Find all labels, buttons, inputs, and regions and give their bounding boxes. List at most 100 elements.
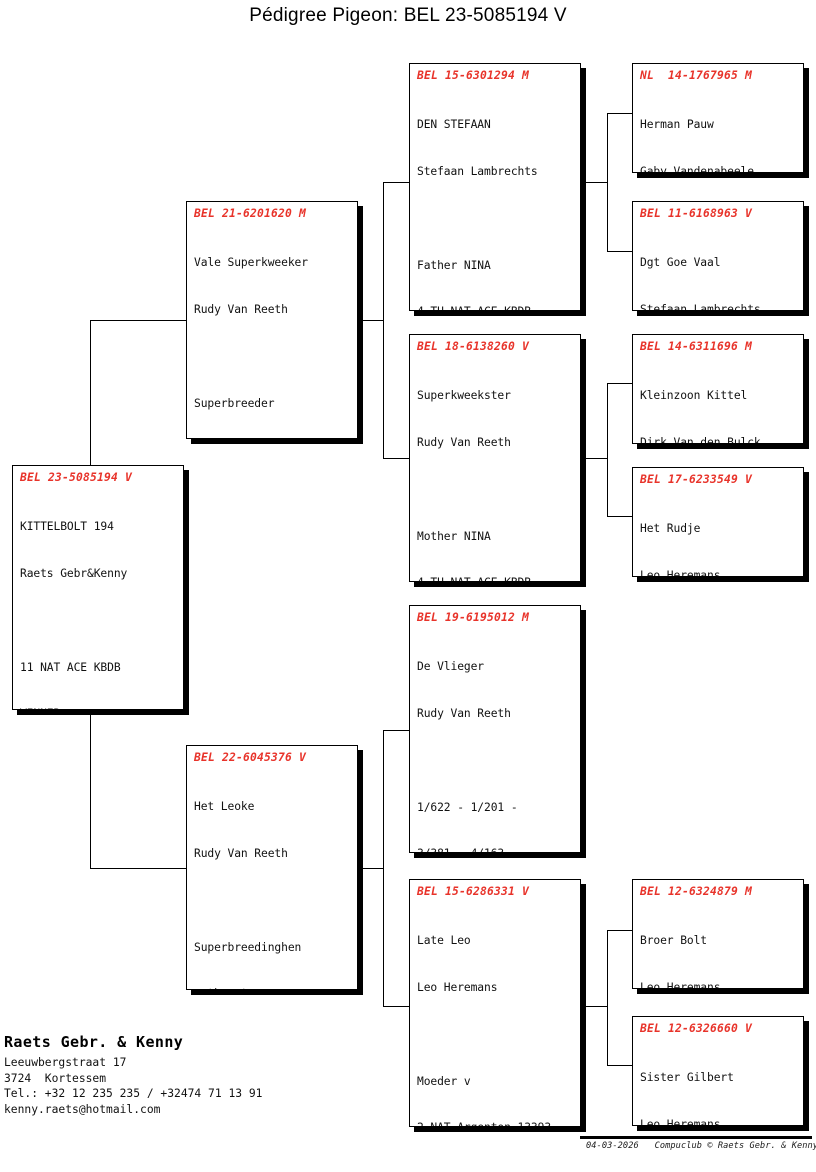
pedigree-box-sire[interactable]: BEL 21-6201620 M Vale Superkweeker Rudy … <box>186 201 358 439</box>
page-title: Pédigree Pigeon: BEL 23-5085194 V <box>249 5 567 26</box>
breeder-footer: Raets Gebr. & Kenny Leeuwbergstraat 17 3… <box>4 1032 424 1117</box>
connector-ss-stem <box>582 182 607 183</box>
connector-to-dd-sire <box>607 930 632 931</box>
detail-line: Superkweekster <box>417 389 511 403</box>
box-details: Het Leoke Rudy Van Reeth Superbreedinghe… <box>194 768 351 989</box>
connector-dam-stem <box>357 868 383 869</box>
box-details: DEN STEFAAN Stefaan Lambrechts Father NI… <box>417 86 574 310</box>
detail-line <box>20 613 177 629</box>
connector-sire-stem <box>357 320 383 321</box>
detail-line: Leo Heremans <box>417 980 498 994</box>
box-details: Sister Gilbert Leo Heremans Gilbert 1st … <box>640 1039 797 1126</box>
connector-to-dd-dam <box>607 1065 632 1066</box>
detail-line <box>194 893 351 909</box>
pedigree-box-dam[interactable]: BEL 22-6045376 V Het Leoke Rudy Van Reet… <box>186 745 358 990</box>
breeder-email[interactable]: kenny.raets@hotmail.com <box>4 1102 161 1116</box>
breeder-address-line-2: 3724 Kortessem <box>4 1071 107 1085</box>
detail-line: 4 TH NAT ACE KBDB <box>417 304 574 310</box>
pedigree-box-sire-sire[interactable]: BEL 15-6301294 M DEN STEFAAN Stefaan Lam… <box>409 63 581 311</box>
box-details: Het Rudje Leo Heremans From Zoon Gilbert… <box>640 490 797 577</box>
footer-software-credit: Compuclub © Raets Gebr. & Kenny <box>654 1141 816 1151</box>
ring-number: BEL 15-6286331 V <box>417 885 530 898</box>
detail-line: Vale Superkweeker <box>194 256 308 270</box>
connector-dd-spine <box>607 930 608 1065</box>
connector-to-sd-dam <box>607 516 632 517</box>
ring-number: BEL 23-5085194 V <box>20 471 133 484</box>
box-details: De Vlieger Rudy Van Reeth 1/622 - 1/201 … <box>417 628 574 852</box>
connector-to-ss-sire <box>607 113 632 114</box>
detail-line: Mother NINA <box>417 529 491 543</box>
detail-line: 2 NAT Argenton 13393 <box>417 1120 574 1126</box>
detail-line: 1/622 - 1/201 - <box>417 800 518 814</box>
connector-to-dam-dam <box>383 1006 409 1007</box>
box-details: Dgt Goe Vaal Stefaan Lambrechts <box>640 224 797 311</box>
pedigree-box-sire-dam[interactable]: BEL 18-6138260 V Superkweekster Rudy Van… <box>409 334 581 582</box>
box-details: Late Leo Leo Heremans Moeder v 2 NAT Arg… <box>417 902 574 1126</box>
box-details: Kleinzoon Kittel Dirk Van den Bulck Gran… <box>640 357 797 444</box>
connector-sd-stem <box>582 458 607 459</box>
detail-line: Het Rudje <box>640 522 701 536</box>
ring-number: BEL 19-6195012 M <box>417 611 530 624</box>
box-details: Herman Pauw Gaby Vandenabeele Grandson B… <box>640 86 797 173</box>
connector-sd-spine <box>607 383 608 516</box>
detail-line: Leo Heremans <box>640 1117 721 1126</box>
detail-line <box>194 349 351 365</box>
connector-dam-spine <box>383 730 384 1006</box>
detail-line: Rudy Van Reeth <box>417 706 511 720</box>
ring-number: BEL 12-6326660 V <box>640 1022 753 1035</box>
detail-line: Leo Heremans <box>640 568 721 577</box>
connector-to-ss-dam <box>607 251 632 252</box>
detail-line: De Vlieger <box>417 660 485 674</box>
detail-line: Moeder v <box>417 1074 471 1088</box>
detail-line: DEN STEFAAN <box>417 118 491 132</box>
connector-to-sire-dam <box>383 458 409 459</box>
connector-dd-stem <box>582 1006 607 1007</box>
detail-line: Dirk Van den Bulck <box>640 435 761 444</box>
detail-line <box>417 482 574 498</box>
footer-credit: 04-03-2026 Compuclub © Raets Gebr. & Ken… <box>586 1141 816 1151</box>
connector-to-dam-sire <box>383 730 409 731</box>
pedigree-box-sd-dam[interactable]: BEL 17-6233549 V Het Rudje Leo Heremans … <box>632 467 804 577</box>
footer-date: 04-03-2026 <box>586 1141 639 1151</box>
detail-line: Kleinzoon Kittel <box>640 389 748 403</box>
box-details: Vale Superkweeker Rudy Van Reeth Superbr… <box>194 224 351 438</box>
box-details: Broer Bolt Leo Heremans "BOLT" 1st NAT.A… <box>640 902 797 989</box>
detail-line <box>417 211 574 227</box>
detail-line: Rudy Van Reeth <box>194 302 288 316</box>
box-details: Superkweekster Rudy Van Reeth Mother NIN… <box>417 357 574 581</box>
breeder-phone: Tel.: +32 12 235 235 / +32474 71 13 91 <box>4 1087 263 1100</box>
ring-number: BEL 15-6301294 M <box>417 69 530 82</box>
pedigree-box-ss-sire[interactable]: NL 14-1767965 M Herman Pauw Gaby Vandena… <box>632 63 804 173</box>
detail-line: Stefaan Lambrechts <box>417 164 538 178</box>
pedigree-box-ss-dam[interactable]: BEL 11-6168963 V Dgt Goe Vaal Stefaan La… <box>632 201 804 311</box>
pedigree-box-subject[interactable]: BEL 23-5085194 V KITTELBOLT 194 Raets Ge… <box>12 465 184 710</box>
ring-number: NL 14-1767965 M <box>640 69 753 82</box>
connector-sire-spine <box>383 182 384 458</box>
pedigree-box-dam-sire[interactable]: BEL 19-6195012 M De Vlieger Rudy Van Ree… <box>409 605 581 853</box>
detail-line: Broer Bolt <box>640 934 708 948</box>
ring-number: BEL 14-6311696 M <box>640 340 753 353</box>
breeder-address-line-1: Leeuwbergstraat 17 <box>4 1056 127 1069</box>
footer-rule <box>580 1136 812 1139</box>
pedigree-box-dd-sire[interactable]: BEL 12-6324879 M Broer Bolt Leo Heremans… <box>632 879 804 989</box>
detail-line: Stefaan Lambrechts <box>640 302 761 311</box>
detail-line: Leo Heremans <box>640 980 721 989</box>
pedigree-box-sd-sire[interactable]: BEL 14-6311696 M Kleinzoon Kittel Dirk V… <box>632 334 804 444</box>
pedigree-box-dam-dam[interactable]: BEL 15-6286331 V Late Leo Leo Heremans M… <box>409 879 581 1127</box>
connector-to-dam <box>90 868 186 869</box>
connector-to-sd-sire <box>607 383 632 384</box>
detail-line: Het Leoke <box>194 800 255 814</box>
connector-ss-spine <box>607 113 608 251</box>
detail-line: Superbreeder <box>194 396 275 410</box>
detail-line: Gaby Vandenabeele <box>640 164 754 173</box>
detail-line <box>417 1027 574 1043</box>
pedigree-box-dd-dam[interactable]: BEL 12-6326660 V Sister Gilbert Leo Here… <box>632 1016 804 1126</box>
box-details: KITTELBOLT 194 Raets Gebr&Kenny 11 NAT A… <box>20 488 177 709</box>
detail-line: KITTELBOLT 194 <box>20 520 114 534</box>
detail-line: mother to <box>194 986 351 989</box>
connector-to-sire-sire <box>383 182 409 183</box>
detail-line <box>417 753 574 769</box>
detail-line: Dgt Goe Vaal <box>640 256 721 270</box>
detail-line: WINNER <box>20 706 177 709</box>
